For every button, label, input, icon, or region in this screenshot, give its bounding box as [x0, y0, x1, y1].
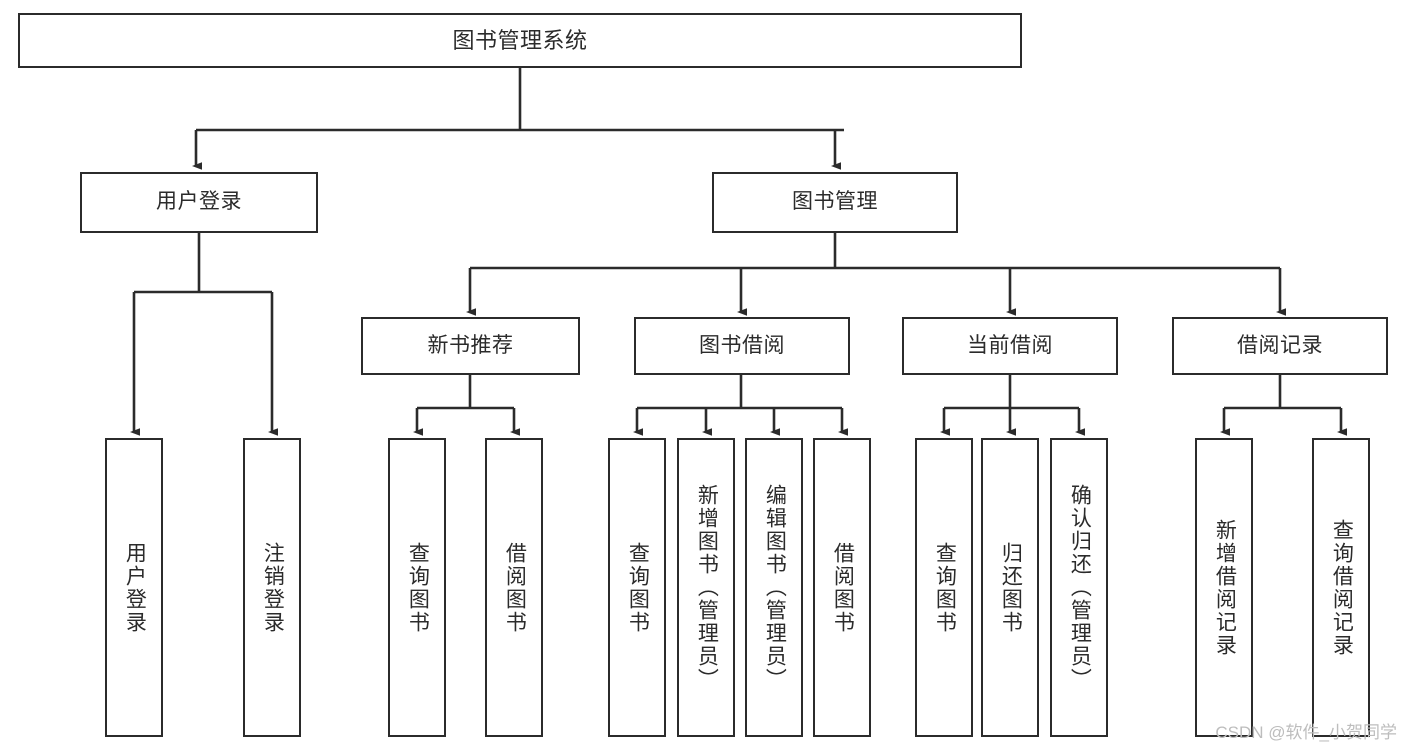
node-root-system[interactable]: 图书管理系统	[18, 13, 1022, 68]
edge-group-borrow-record	[1220, 375, 1347, 436]
edge-group-user-login	[130, 233, 278, 436]
leaf-borrow-record-query[interactable]: 查询借阅记录	[1312, 438, 1370, 737]
node-new-book-recommend[interactable]: 新书推荐	[361, 317, 580, 375]
node-label: 查询图书	[933, 541, 957, 634]
node-label: 查询图书	[626, 541, 650, 634]
watermark: CSDN @软件_小贺同学	[1215, 723, 1397, 742]
leaf-new-book-borrow[interactable]: 借阅图书	[485, 438, 543, 737]
leaf-current-borrow-confirm-return[interactable]: 确认归还（管理员）	[1050, 438, 1108, 737]
node-label: 确认归还（管理员）	[1068, 484, 1092, 691]
node-book-borrow[interactable]: 图书借阅	[634, 317, 850, 375]
node-label: 查询图书	[406, 541, 430, 634]
leaf-book-borrow-add[interactable]: 新增图书（管理员）	[677, 438, 735, 737]
node-label: 借阅记录	[1237, 333, 1323, 357]
node-label: 查询借阅记录	[1330, 518, 1354, 657]
node-label: 图书管理	[792, 190, 878, 214]
leaf-user-login-login[interactable]: 用户登录	[105, 438, 163, 737]
node-current-borrow[interactable]: 当前借阅	[902, 317, 1118, 375]
leaf-book-borrow-borrow[interactable]: 借阅图书	[813, 438, 871, 737]
node-label: 借阅图书	[503, 541, 527, 634]
node-borrow-record[interactable]: 借阅记录	[1172, 317, 1388, 375]
leaf-user-login-logout[interactable]: 注销登录	[243, 438, 301, 737]
node-label: 用户登录	[123, 541, 147, 634]
node-book-management[interactable]: 图书管理	[712, 172, 958, 233]
leaf-current-borrow-query[interactable]: 查询图书	[915, 438, 973, 737]
node-label: 新增图书（管理员）	[695, 484, 719, 691]
node-label: 编辑图书（管理员）	[763, 484, 787, 691]
leaf-book-borrow-query[interactable]: 查询图书	[608, 438, 666, 737]
node-label: 借阅图书	[831, 541, 855, 634]
node-label: 归还图书	[999, 541, 1023, 634]
node-label: 注销登录	[261, 541, 285, 634]
node-label: 用户登录	[156, 190, 242, 214]
node-label: 当前借阅	[967, 333, 1053, 357]
node-label: 新书推荐	[427, 333, 514, 357]
edge-group-current-borrow	[940, 375, 1085, 436]
node-label: 图书管理系统	[452, 27, 588, 53]
leaf-new-book-query[interactable]: 查询图书	[388, 438, 446, 737]
leaf-current-borrow-return[interactable]: 归还图书	[981, 438, 1039, 737]
leaf-book-borrow-edit[interactable]: 编辑图书（管理员）	[745, 438, 803, 737]
edge-group-root	[192, 68, 844, 170]
leaf-borrow-record-add[interactable]: 新增借阅记录	[1195, 438, 1253, 737]
node-label: 图书借阅	[699, 333, 785, 357]
edge-group-book-management	[466, 233, 1286, 316]
node-label: 新增借阅记录	[1213, 518, 1237, 657]
node-user-login[interactable]: 用户登录	[80, 172, 318, 233]
edge-group-book-borrow	[633, 375, 848, 436]
edge-group-new-book	[413, 375, 520, 436]
